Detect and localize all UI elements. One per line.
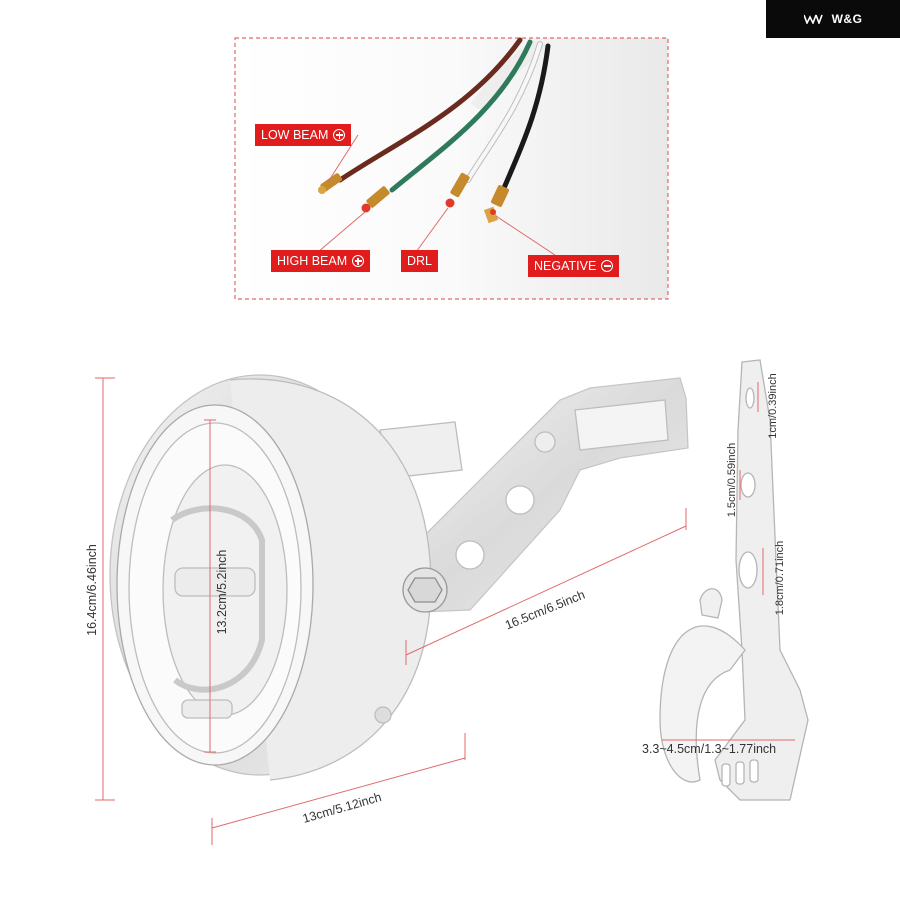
dim-line-depth [211, 757, 466, 829]
label-low-beam: LOW BEAM [255, 124, 352, 146]
dim-line-bracket [405, 525, 687, 656]
clamp-slot-3 [738, 551, 758, 589]
connector-drl [445, 172, 470, 208]
minus-circle-icon [601, 260, 614, 272]
dim-label-height: 16.4cm/6.46inch [85, 544, 99, 636]
clamp-hook [659, 625, 746, 783]
brand-badge: W&G [766, 0, 900, 38]
leader-negative [495, 215, 556, 256]
dim-label-clamp: 3.3~4.5cm/1.3~1.77inch [642, 742, 777, 756]
wire-black [501, 43, 551, 191]
wire-brown [337, 37, 523, 183]
wire-white-core [466, 42, 542, 182]
label-drl: DRL [401, 250, 439, 272]
clamp-tab [699, 588, 723, 619]
connector-low-beam [318, 173, 343, 194]
plus-circle-icon [352, 255, 365, 267]
bracket-slot [574, 399, 669, 451]
pivot-nut [407, 577, 443, 603]
side-screw [374, 706, 392, 724]
clamp-grip-3 [749, 759, 759, 783]
dim-label-slot-2: 1.5cm/0.59inch [726, 442, 738, 518]
bracket-hole-2 [455, 540, 485, 570]
led-module [174, 567, 256, 597]
plus-circle-icon [333, 129, 346, 141]
bracket-bolt-top [534, 431, 556, 453]
clamp-grip-1 [721, 763, 731, 787]
label-negative: NEGATIVE [528, 255, 620, 277]
clamp-slot-1 [745, 387, 755, 409]
dim-label-lens: 13.2cm/5.2inch [215, 549, 229, 635]
led-module-low [181, 699, 233, 719]
bracket-hole-1 [505, 485, 535, 515]
wire-green [389, 39, 533, 193]
connector-negative [483, 185, 510, 224]
clamp-strip [714, 359, 809, 801]
connector-high-beam [361, 186, 390, 213]
label-high-beam: HIGH BEAM [271, 250, 371, 272]
dim-label-slot-3: 1.8cm/0.71inch [774, 540, 786, 616]
brand-name: W&G [831, 12, 863, 26]
clamp-slot-2 [740, 472, 756, 498]
leader-high-beam [317, 211, 366, 253]
brand-logo-icon [803, 14, 823, 24]
clamp-grip-2 [735, 761, 745, 785]
dim-label-slot-1: 1cm/0.39inch [767, 373, 779, 439]
leader-low-beam [327, 134, 359, 183]
led-drl-ring [170, 505, 265, 693]
leader-drl [415, 207, 449, 253]
